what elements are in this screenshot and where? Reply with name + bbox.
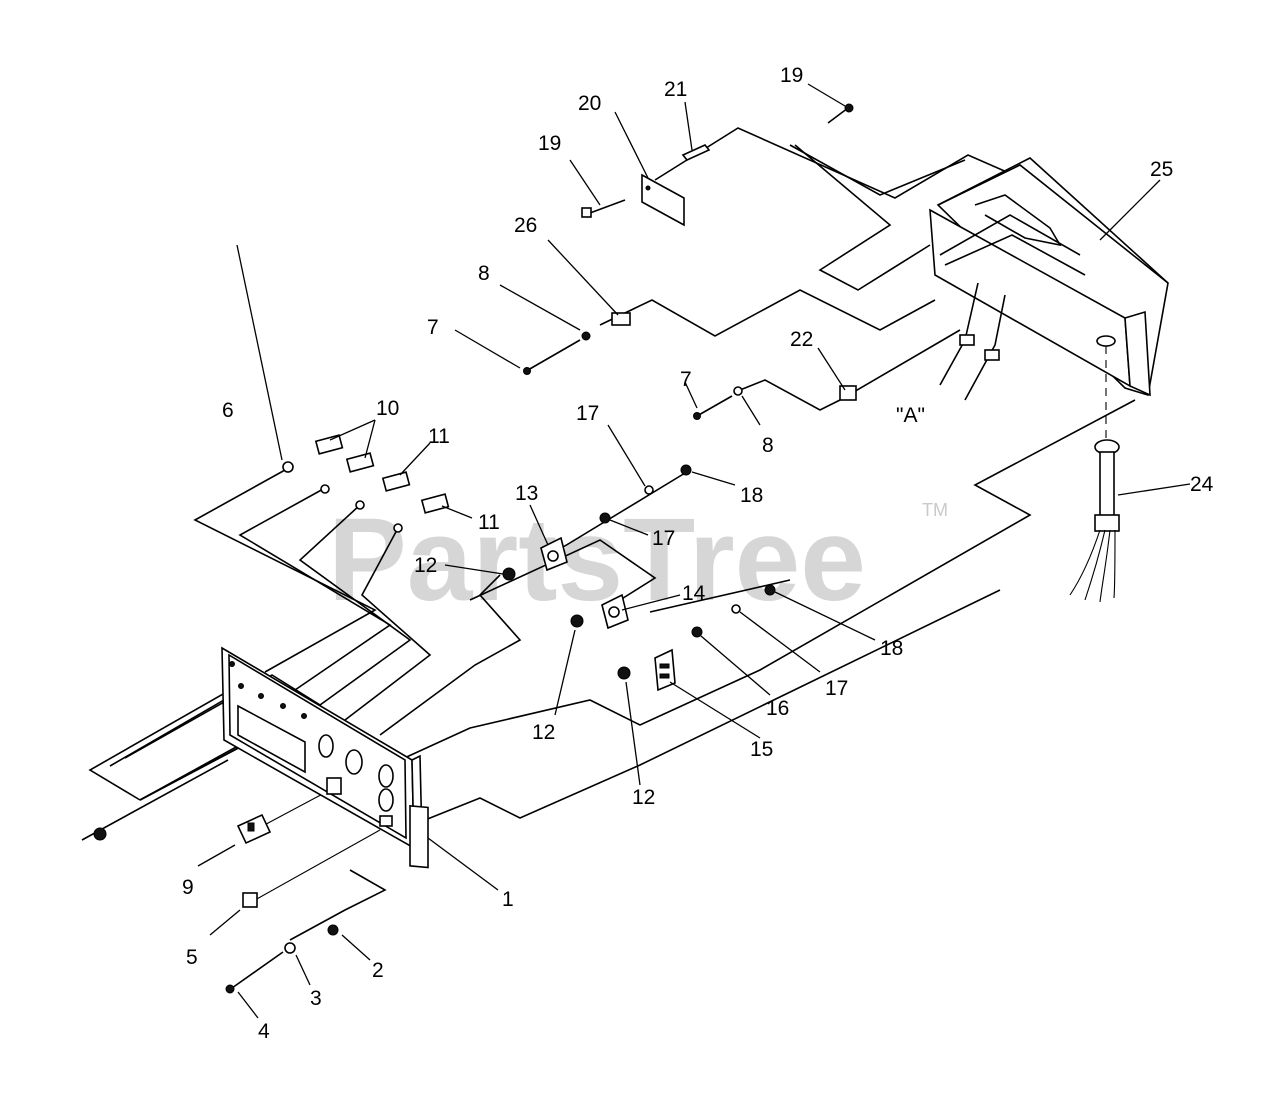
assembly-routing-lines [81,127,1136,941]
enclosure-box-part-25 [929,157,1169,440]
callout-19-top: 19 [780,64,803,87]
hardware-parts [93,103,857,994]
callout-19-left: 19 [538,132,561,155]
callout-18-lower: 18 [880,637,903,660]
callout-25: 25 [1150,158,1173,181]
control-panel-part-1 [221,646,429,869]
callout-labels: 1 2 3 4 5 6 7 7 8 8 9 10 11 11 12 12 12 … [182,64,1214,1043]
callout-21: 21 [664,78,687,101]
callout-11-upper: 11 [428,425,450,448]
callout-3: 3 [310,987,322,1010]
callout-12-upper: 12 [414,554,437,577]
callout-13: 13 [515,482,538,505]
callout-11-lower: 11 [478,511,500,534]
callout-16: 16 [766,697,789,720]
callout-4: 4 [258,1020,270,1043]
callout-17-lower: 17 [825,677,848,700]
callout-leaders [197,83,1191,1019]
callout-17-upper: 17 [576,402,599,425]
callout-7-middle: 7 [680,368,692,391]
callout-26: 26 [514,214,537,237]
callout-6: 6 [222,399,234,422]
callout-7-upper: 7 [427,316,439,339]
watermark-trademark: TM [922,500,948,520]
wire-harness-part-24 [1069,439,1120,603]
watermark-text: PartsTree [328,494,866,626]
callout-12-lower: 12 [632,786,655,809]
callout-14: 14 [682,582,706,605]
callout-8-middle: 8 [762,434,774,457]
callout-12-middle: 12 [532,721,555,744]
detail-a-label: "A" [896,404,925,427]
callout-10: 10 [376,397,399,420]
callout-1: 1 [502,888,514,911]
callout-9: 9 [182,876,194,899]
callout-2: 2 [372,959,384,982]
callout-20: 20 [578,92,601,115]
callout-15: 15 [750,738,773,761]
callout-24: 24 [1190,473,1214,496]
callout-5: 5 [186,946,198,969]
callout-8-upper: 8 [478,262,490,285]
callout-22: 22 [790,328,813,351]
callout-17-middle: 17 [652,527,675,550]
callout-18-upper: 18 [740,484,763,507]
